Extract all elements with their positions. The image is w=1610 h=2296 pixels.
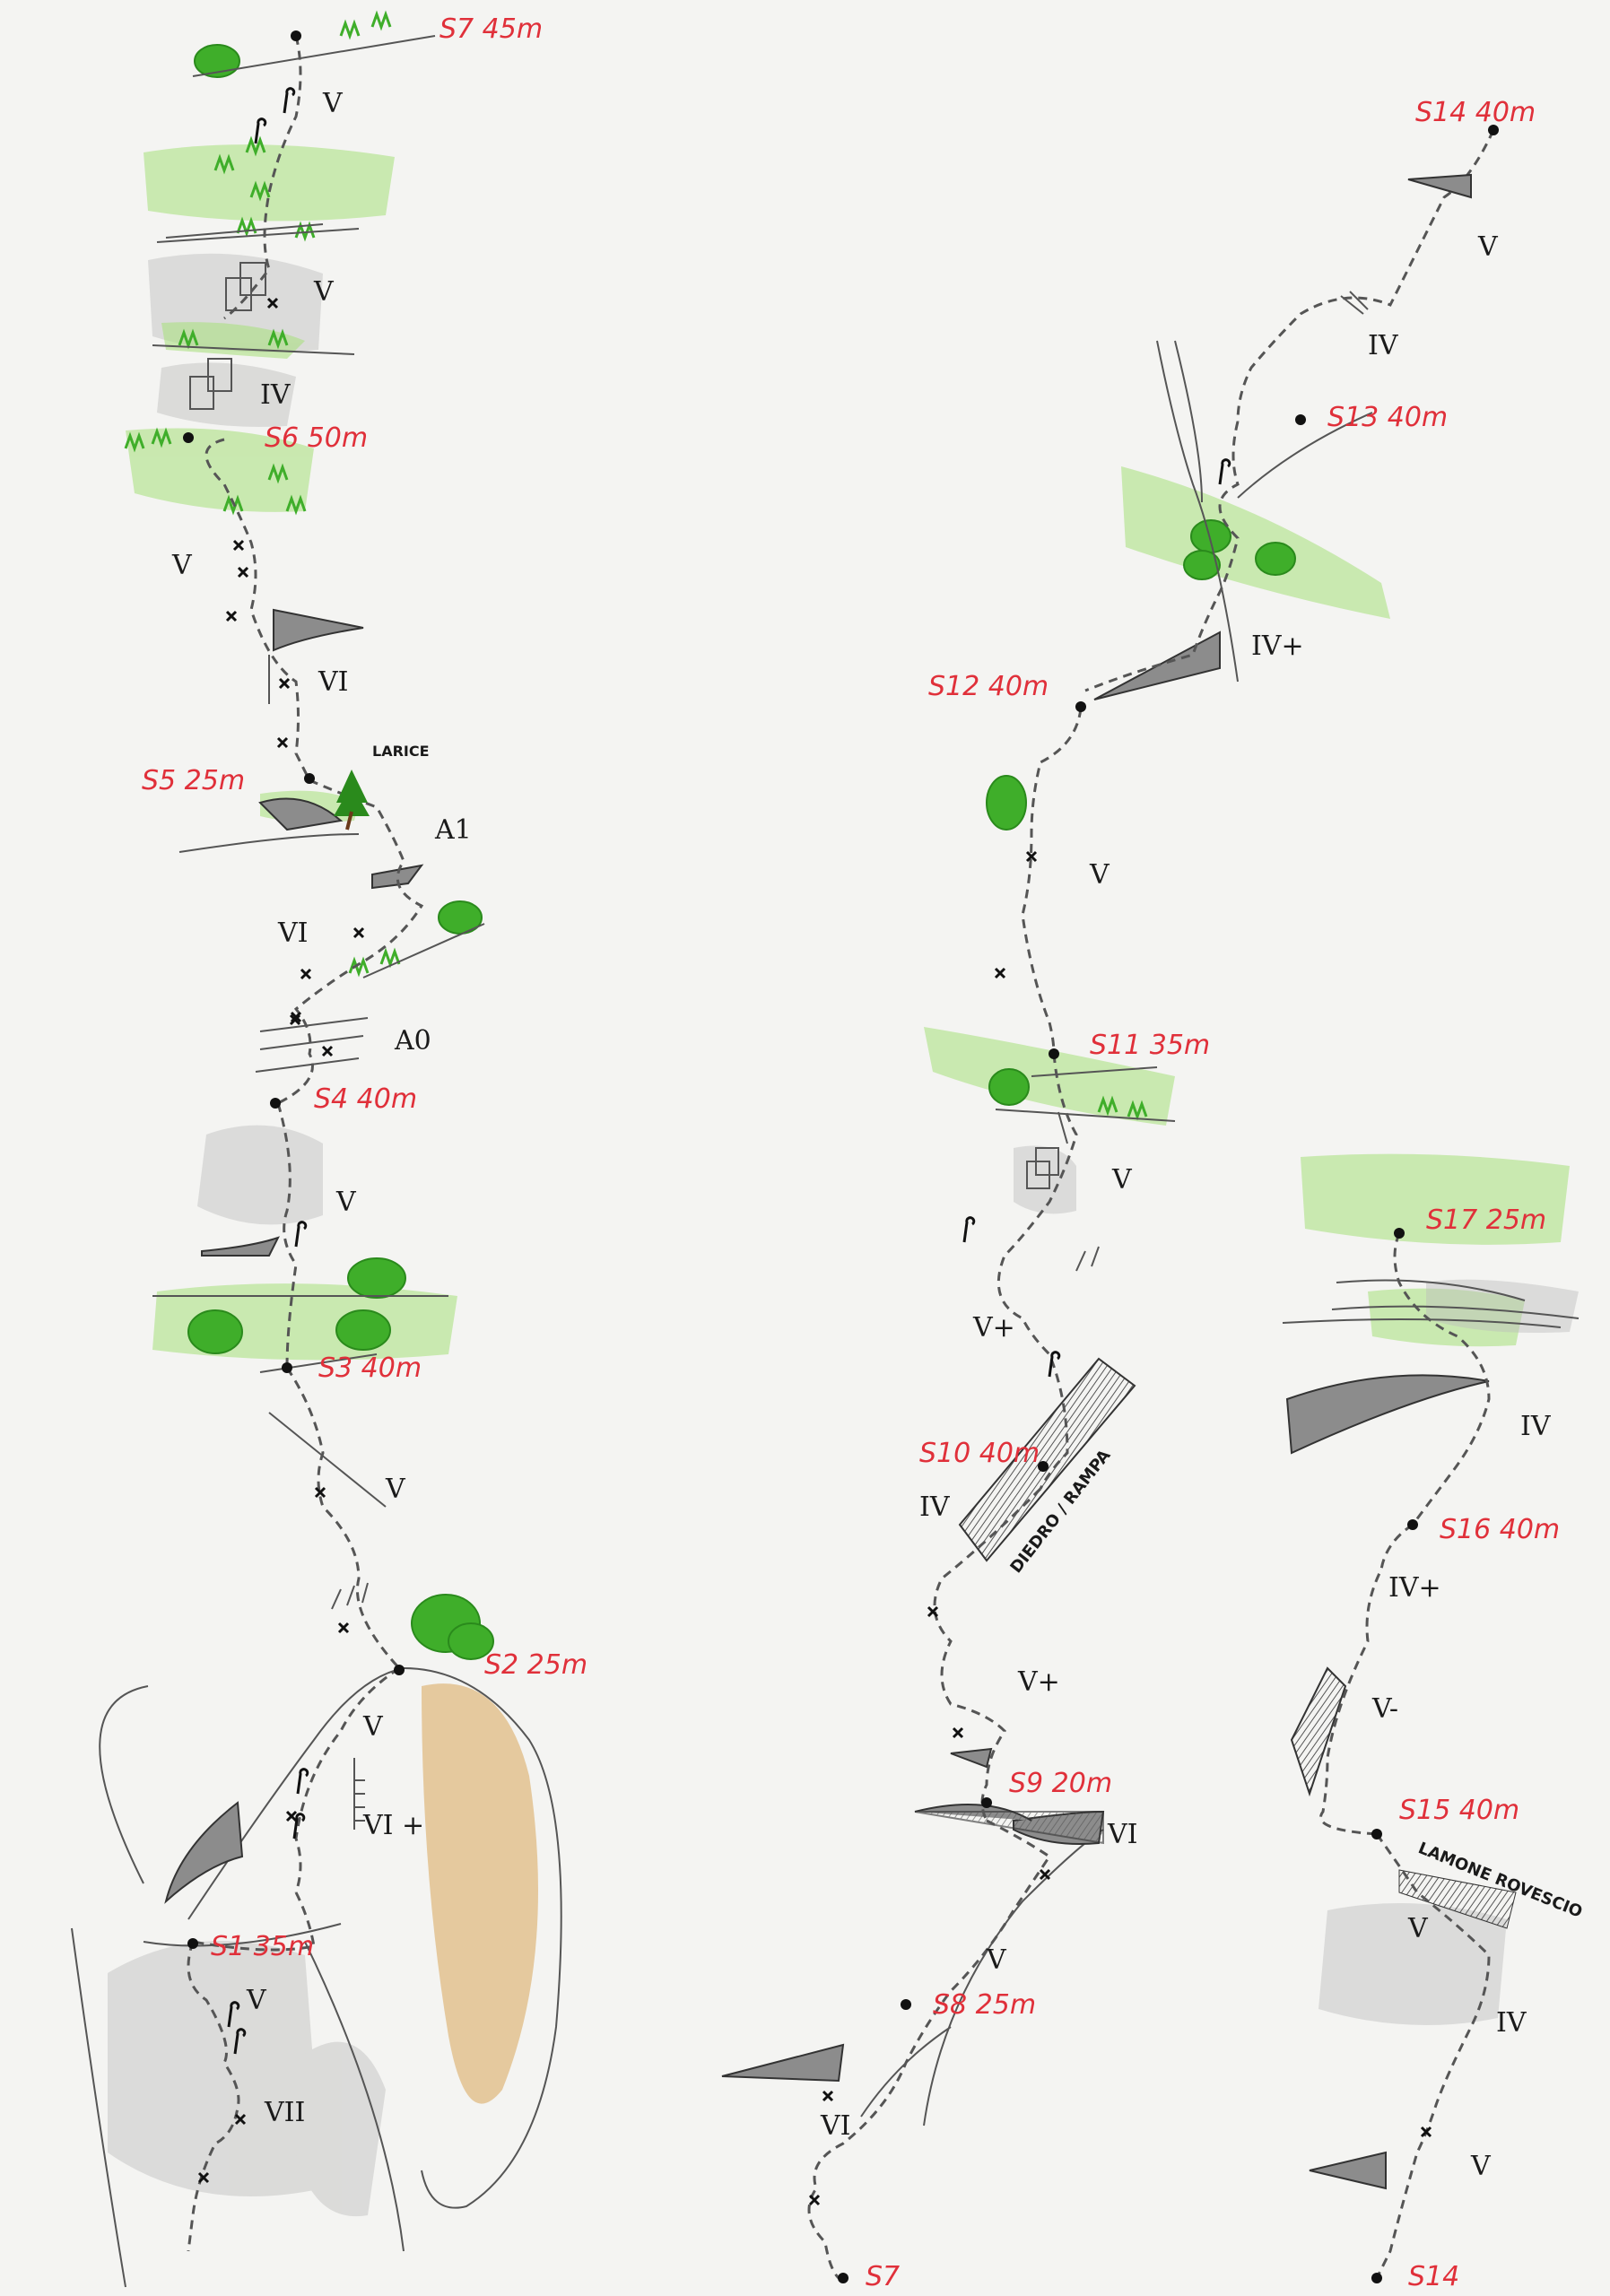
- right-column: [1282, 173, 1580, 2283]
- route-line-middle: [807, 129, 1495, 2280]
- left-column: [71, 10, 562, 2288]
- belay-label-s16: S16 40m: [1440, 1514, 1560, 1545]
- grade-label: V: [385, 1474, 406, 1505]
- grade-label: V: [986, 1944, 1007, 1976]
- grade-label: A1: [434, 814, 472, 846]
- belay-label-s11: S11 35m: [1090, 1030, 1210, 1061]
- grade-label: V-: [1371, 1693, 1398, 1725]
- grade-label: VI +: [362, 1810, 424, 1841]
- grade-label: V: [246, 1985, 267, 2016]
- grade-label: VII: [264, 2097, 305, 2128]
- grade-label: IV: [1496, 2007, 1527, 2039]
- grade-label: V: [1477, 231, 1499, 263]
- rock-shading: [1318, 1279, 1579, 2025]
- grade-label: IV: [1368, 330, 1399, 361]
- belay-label-s8: S8 25m: [933, 1989, 1036, 2021]
- rock-shading: [1014, 1145, 1076, 1214]
- belay-label-s17: S17 25m: [1426, 1205, 1546, 1236]
- bush-icons: [187, 44, 494, 1660]
- grade-label: V: [335, 1187, 357, 1218]
- belay-label-s3: S3 40m: [318, 1352, 422, 1384]
- belay-label-s5: S5 25m: [142, 765, 245, 796]
- grade-label: V: [1407, 1913, 1429, 1944]
- grade-label: V+: [972, 1312, 1015, 1344]
- terrain-lines: [860, 340, 1373, 2126]
- grade-label: VI: [820, 2110, 851, 2142]
- belay-label-s13: S13 40m: [1327, 402, 1448, 433]
- grass-tufts: [124, 10, 401, 978]
- protection-crosses: [808, 850, 1051, 2206]
- grade-label: VI: [318, 666, 349, 698]
- middle-column: [721, 125, 1499, 2283]
- belay-labels: S7 45m S6 50m S5 25m S4 40m S3 40m S2 25…: [142, 13, 1560, 2292]
- belay-label-s14: S14 40m: [1415, 97, 1536, 128]
- belay-label-s4: S4 40m: [314, 1083, 417, 1115]
- overhangs: [721, 631, 1221, 2083]
- grade-label: IV+: [1388, 1572, 1441, 1604]
- grade-label: V: [1470, 2151, 1492, 2182]
- grade-label: VI: [277, 918, 309, 949]
- overhangs: [164, 608, 424, 1904]
- diedro-ramp: [958, 1357, 1136, 1562]
- grade-label: V: [362, 1711, 384, 1743]
- grade-label: IV+: [1251, 631, 1304, 662]
- grade-label: V+: [1017, 1666, 1060, 1698]
- grade-labels: VII V VI + V V V A0 VI A1 VI V IV V V VI…: [171, 88, 1552, 2182]
- grade-label: IV: [1520, 1411, 1552, 1442]
- rock-shading: [108, 253, 386, 2217]
- grade-label: V: [313, 276, 335, 308]
- belay-label-s1: S1 35m: [211, 1931, 314, 1962]
- chimney-squares: [1026, 291, 1369, 1189]
- belay-stations-middle: [838, 125, 1499, 2283]
- belay-label-s12: S12 40m: [928, 671, 1049, 702]
- belay-label-s9: S9 20m: [1009, 1768, 1112, 1799]
- grade-label: V: [322, 88, 344, 119]
- lamone-rovescio: [1398, 1869, 1517, 1929]
- grade-label: V: [1111, 1164, 1133, 1196]
- ochre-slab: [422, 1683, 538, 2104]
- protection-crosses: [197, 297, 365, 2184]
- grade-label: IV: [919, 1492, 951, 1523]
- larice-label: LARICE: [372, 743, 430, 760]
- grade-label: V: [171, 550, 193, 581]
- grass-tufts: [1097, 1095, 1148, 1121]
- chimney-squares: [189, 262, 266, 410]
- belay-label-s7-start: S7: [866, 2261, 900, 2292]
- piton-icons: [962, 458, 1231, 1378]
- terrain-lines: [71, 35, 562, 2288]
- grade-label: VI: [1107, 1819, 1138, 1850]
- belay-label-s7: S7 45m: [439, 13, 543, 45]
- belay-label-s2: S2 25m: [484, 1649, 587, 1681]
- belay-label-s15: S15 40m: [1399, 1795, 1519, 1826]
- route-line-left: [187, 35, 424, 2252]
- bush-icons: [986, 519, 1296, 1106]
- belay-label-s6: S6 50m: [265, 422, 368, 454]
- vegetation-bands: [1301, 1153, 1570, 1347]
- protection-crosses: [1420, 2126, 1432, 2138]
- larch-tree-icon: [334, 770, 370, 831]
- belay-label-s14-start: S14: [1408, 2261, 1459, 2292]
- belay-stations-left: [183, 30, 405, 1949]
- route-line-right: [1319, 1232, 1491, 2279]
- overhangs: [1285, 173, 1490, 2190]
- belay-label-s10: S10 40m: [919, 1438, 1040, 1469]
- belay-stations-right: [1371, 1228, 1418, 2283]
- grade-label: V: [1089, 859, 1110, 891]
- grade-label: A0: [394, 1025, 431, 1057]
- grade-label: IV: [260, 379, 292, 411]
- piton-icons: [227, 87, 309, 2055]
